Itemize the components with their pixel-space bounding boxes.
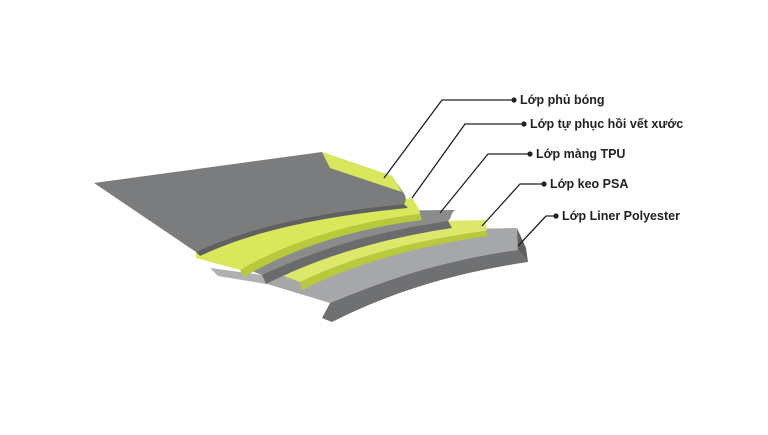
liner-side-edge: [517, 228, 528, 262]
leader-dots: [511, 97, 559, 219]
top-sheet-front-edge: [196, 204, 408, 256]
tpu-left-strip: [210, 268, 266, 284]
leader-line-tpu: [439, 153, 530, 214]
dot-psa: [541, 181, 547, 187]
psa-front-edge: [300, 231, 488, 290]
label-tpu-film: Lớp màng TPU: [536, 147, 625, 161]
self-healing-front-edge: [240, 214, 422, 277]
top-yellow-strip: [322, 152, 402, 192]
dot-liner: [553, 213, 559, 219]
label-self-healing: Lớp tự phục hồi vết xước: [530, 117, 683, 131]
tpu-front-edge: [258, 221, 452, 284]
label-gloss-coat: Lớp phủ bóng: [520, 93, 605, 107]
self-healing-top-face: [196, 198, 420, 270]
dot-gloss: [511, 97, 517, 103]
leader-lines: [383, 99, 556, 247]
layer-gloss-coat: [94, 152, 408, 256]
dot-self-healing: [521, 121, 527, 127]
label-liner-polyester: Lớp Liner Polyester: [562, 209, 680, 223]
layer-self-healing: [196, 198, 422, 277]
label-psa-adhesive: Lớp keo PSA: [550, 177, 628, 191]
leader-line-gloss: [383, 99, 514, 179]
leader-line-psa: [481, 183, 544, 227]
leader-line-liner: [517, 215, 556, 247]
top-sheet: [94, 152, 406, 252]
dot-tpu: [527, 151, 533, 157]
liner-front-edge: [322, 250, 528, 322]
leader-line-self-healing: [411, 123, 524, 199]
